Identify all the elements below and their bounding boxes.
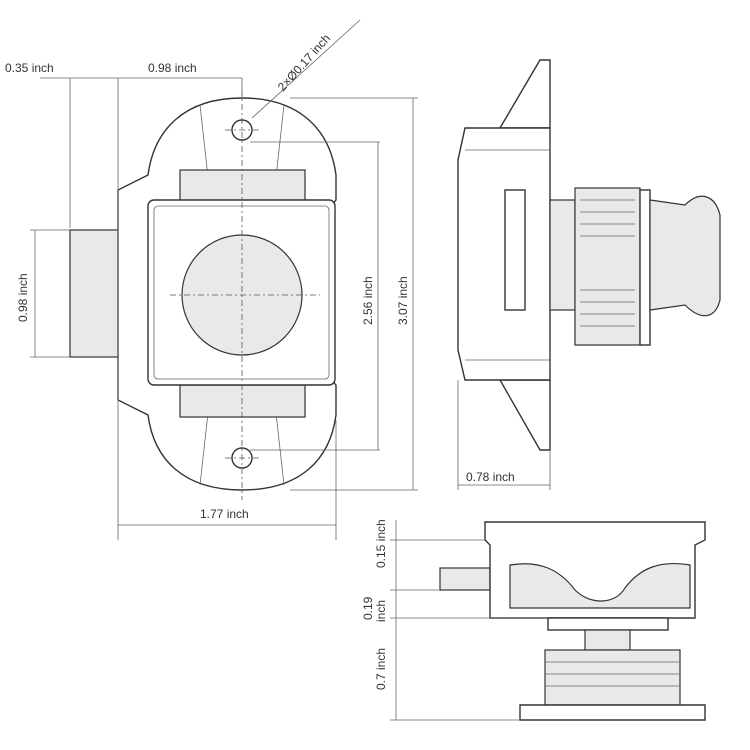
spring-housing — [574, 187, 641, 346]
bottom-dimension-lines — [390, 520, 548, 721]
bottom-shaft — [439, 567, 491, 591]
dim-stub-height: 0.98 inch — [16, 273, 30, 322]
dim-gap-value: 0.19 — [361, 596, 375, 620]
dim-total-height: 3.07 inch — [396, 276, 410, 325]
spring-coils — [580, 199, 635, 327]
housing-inner-edge — [153, 205, 330, 380]
side-body-edges — [465, 149, 550, 361]
plate-ribs — [199, 104, 285, 486]
side-body — [457, 127, 551, 381]
bottom-spring-coils — [545, 661, 680, 687]
dim-half-width: 0.98 inch — [148, 61, 197, 75]
side-knob — [649, 195, 721, 317]
dim-shaft-length: 0.7 inch — [374, 648, 388, 690]
upper-rail — [179, 169, 306, 203]
bottom-spring — [544, 649, 681, 706]
front-dimension-lines — [30, 19, 418, 540]
dim-stub-width: 0.35 inch — [5, 61, 54, 75]
bottom-neck — [584, 629, 631, 651]
knob-collar — [639, 189, 651, 346]
side-dimension-lines — [457, 380, 551, 490]
side-neck — [549, 199, 576, 311]
bottom-flange — [547, 617, 669, 631]
center-lines — [170, 90, 320, 500]
bottom-saddle — [509, 562, 691, 609]
dim-flange-thickness: 0.15 inch — [374, 519, 388, 568]
side-view: 0.78 inch — [457, 59, 721, 490]
bottom-view: 0.15 inch 0.19 inch 0.7 inch — [361, 519, 706, 721]
dim-gap-unit: inch — [374, 600, 388, 622]
bottom-base — [519, 704, 706, 721]
lower-rail — [179, 384, 306, 418]
dim-hole-diameter: 2×Ø0.17 inch — [275, 31, 333, 94]
side-slot — [504, 189, 526, 311]
dim-hole-spacing: 2.56 inch — [361, 276, 375, 325]
side-stub — [69, 229, 121, 358]
front-view — [69, 90, 337, 500]
dim-total-width: 1.77 inch — [200, 507, 249, 521]
dim-side-depth: 0.78 inch — [466, 470, 515, 484]
